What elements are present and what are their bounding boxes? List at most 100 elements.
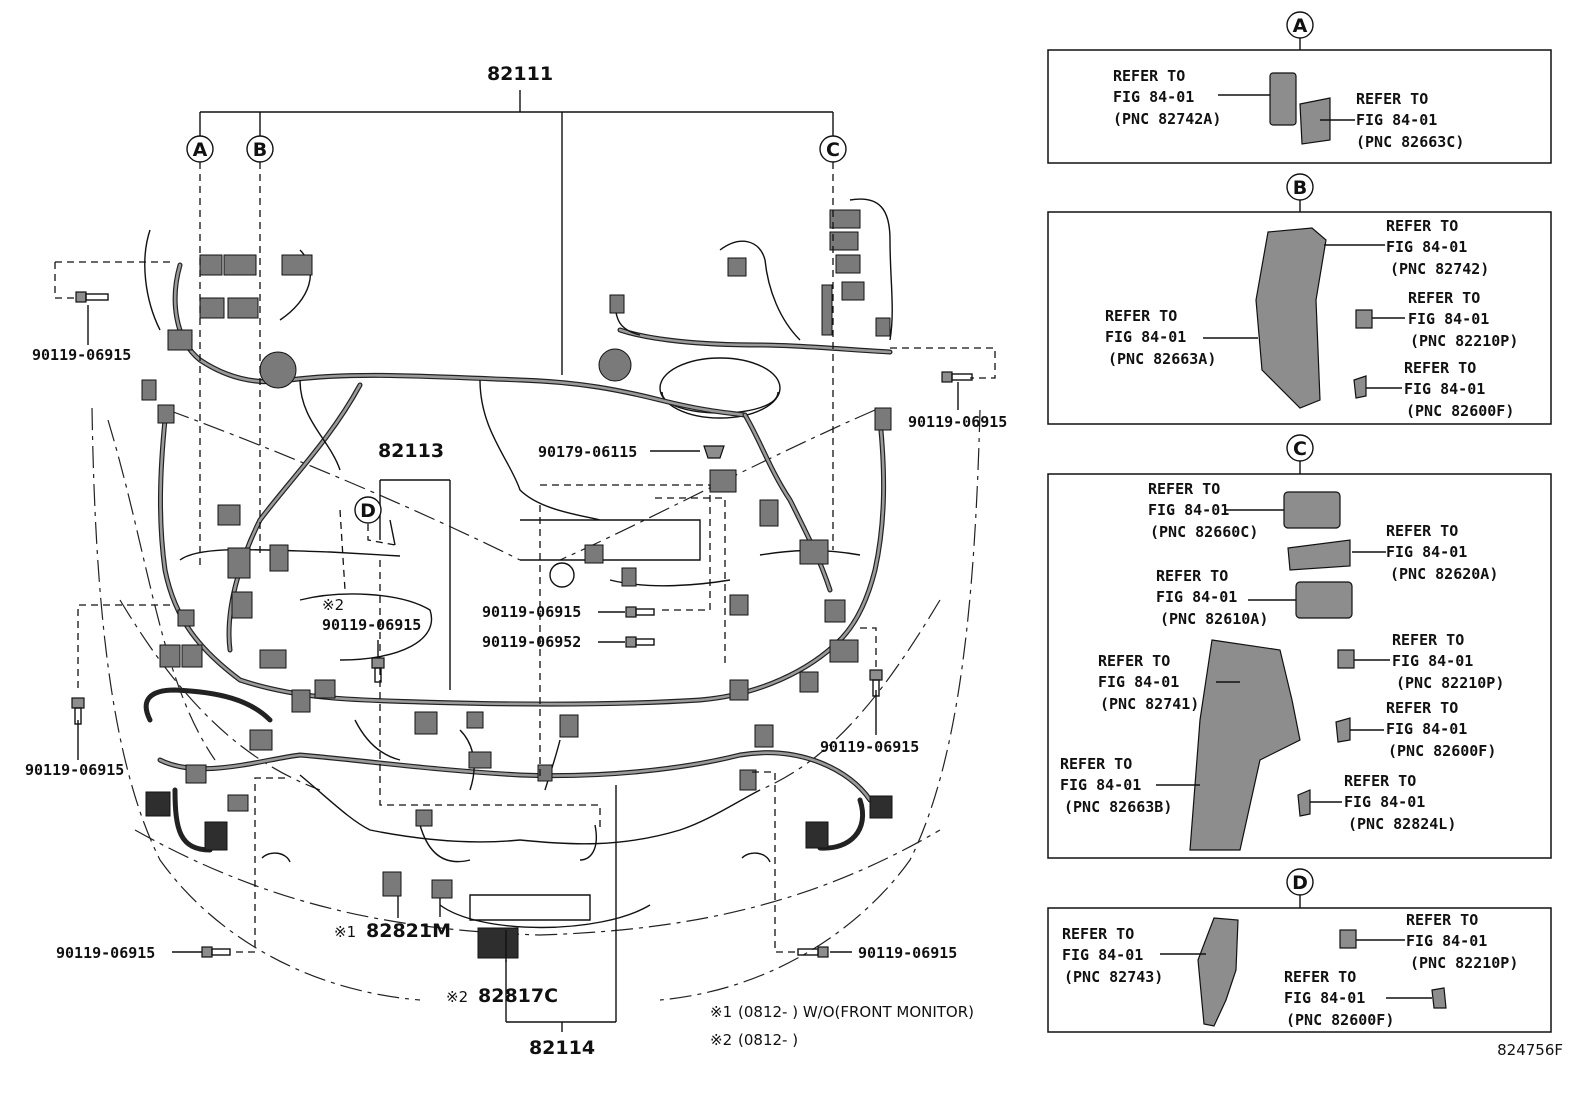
bolt-label-mid-right: 90119-06915: [820, 738, 919, 756]
part-number-82111: 82111: [487, 63, 553, 85]
svg-text:FIG 84-01: FIG 84-01: [1105, 328, 1186, 346]
svg-text:(PNC 82742): (PNC 82742): [1390, 260, 1489, 278]
svg-text:FIG 84-01: FIG 84-01: [1404, 380, 1485, 398]
svg-text:REFER TO: REFER TO: [1392, 631, 1464, 649]
bolt-icon: [71, 697, 85, 725]
part-number-82113: 82113: [378, 440, 444, 462]
bolt-icon: [75, 291, 109, 303]
svg-text:(PNC 82210P): (PNC 82210P): [1410, 332, 1518, 350]
bolt-label-center-note2: 90119-06915: [322, 616, 421, 634]
bolt-icon: [625, 636, 655, 648]
bolt-label-top-right: 90119-06915: [908, 413, 1007, 431]
branch-marker-c: C: [819, 135, 847, 163]
svg-text:FIG 84-01: FIG 84-01: [1392, 652, 1473, 670]
svg-text:(PNC 82610A): (PNC 82610A): [1160, 610, 1268, 628]
branch-marker-a: A: [186, 135, 214, 163]
bolt-icon: [941, 371, 973, 383]
ref-82663c-line1: REFER TO: [1356, 90, 1428, 108]
svg-text:FIG 84-01: FIG 84-01: [1156, 588, 1237, 606]
note-2-mark: ※2: [322, 596, 344, 614]
bolt-icon: [201, 946, 231, 958]
svg-text:FIG 84-01: FIG 84-01: [1408, 310, 1489, 328]
svg-text:FIG 84-01: FIG 84-01: [1062, 946, 1143, 964]
svg-text:REFER TO: REFER TO: [1386, 699, 1458, 717]
part-82817c-mark: ※2: [446, 988, 468, 1006]
svg-text:REFER TO: REFER TO: [1406, 911, 1478, 929]
detail-panel-b: B REFER TO FIG 84-01 (PNC 82742) REFER T…: [1047, 173, 1552, 425]
svg-text:FIG 84-01: FIG 84-01: [1386, 720, 1467, 738]
branch-marker-d: D: [354, 496, 382, 524]
svg-text:FIG 84-01: FIG 84-01: [1148, 501, 1229, 519]
vehicle-body-outline: [91, 357, 981, 1001]
svg-text:(PNC 82620A): (PNC 82620A): [1390, 565, 1498, 583]
svg-text:REFER TO: REFER TO: [1060, 755, 1132, 773]
footnote-2-text: (0812- ): [738, 1031, 798, 1049]
svg-text:(PNC 82743): (PNC 82743): [1064, 968, 1163, 986]
footnote-1-text: (0812- ) W/O(FRONT MONITOR): [738, 1003, 974, 1021]
bolt-label-center-1: 90119-06915: [482, 603, 581, 621]
svg-text:REFER TO: REFER TO: [1062, 925, 1134, 943]
svg-text:REFER TO: REFER TO: [1156, 567, 1228, 585]
bolt-label-top-left: 90119-06915: [32, 346, 131, 364]
bolt-label-mid-left: 90119-06915: [25, 761, 124, 779]
svg-text:C: C: [1293, 438, 1307, 460]
svg-text:REFER TO: REFER TO: [1105, 307, 1177, 325]
part-number-82821m: 82821M: [366, 920, 451, 942]
svg-text:(PNC 82741): (PNC 82741): [1100, 695, 1199, 713]
svg-text:(PNC 82824L): (PNC 82824L): [1348, 815, 1456, 833]
bolt-icon: [869, 669, 883, 697]
illustration-id: 824756F: [1497, 1041, 1563, 1059]
svg-text:REFER TO: REFER TO: [1344, 772, 1416, 790]
svg-text:REFER TO: REFER TO: [1148, 480, 1220, 498]
svg-text:FIG 84-01: FIG 84-01: [1060, 776, 1141, 794]
bolt-icon: [625, 606, 655, 618]
footnote-2-mark: ※2: [710, 1031, 732, 1049]
detail-panel-d: D REFER TO FIG 84-01 (PNC 82743) REFER T…: [1047, 868, 1552, 1033]
ref-82742a-line3: (PNC 82742A): [1113, 110, 1221, 128]
svg-text:REFER TO: REFER TO: [1386, 522, 1458, 540]
clip-label: 90179-06115: [538, 443, 637, 461]
svg-text:REFER TO: REFER TO: [1386, 217, 1458, 235]
svg-text:REFER TO: REFER TO: [1098, 652, 1170, 670]
branch-marker-b: B: [246, 135, 274, 163]
harness-connectors: [141, 209, 893, 959]
bolt-label-center-2: 90119-06952: [482, 633, 581, 651]
clip-icon: [703, 445, 725, 459]
ref-82663c-line3: (PNC 82663C): [1356, 133, 1464, 151]
svg-text:(PNC 82663A): (PNC 82663A): [1108, 350, 1216, 368]
detail-panel-a: A REFER TO FIG 84-01 (PNC 82742A) REFER …: [1047, 11, 1552, 164]
svg-text:B: B: [253, 139, 267, 161]
ref-82742a-line2: FIG 84-01: [1113, 88, 1194, 106]
part-number-82114: 82114: [529, 1037, 595, 1059]
svg-text:C: C: [826, 139, 840, 161]
bolt-icon: [797, 946, 829, 958]
part-number-82817c: 82817C: [478, 985, 558, 1007]
svg-text:D: D: [360, 500, 376, 522]
svg-text:(PNC 82663B): (PNC 82663B): [1064, 798, 1172, 816]
svg-text:REFER TO: REFER TO: [1284, 968, 1356, 986]
svg-text:FIG 84-01: FIG 84-01: [1386, 543, 1467, 561]
bolt-icons: [71, 291, 973, 958]
svg-text:(PNC 82210P): (PNC 82210P): [1396, 674, 1504, 692]
svg-text:D: D: [1292, 872, 1308, 894]
svg-text:FIG 84-01: FIG 84-01: [1098, 673, 1179, 691]
svg-text:(PNC 82600F): (PNC 82600F): [1406, 402, 1514, 420]
svg-text:FIG 84-01: FIG 84-01: [1344, 793, 1425, 811]
detail-panel-c: C REFER TO FIG 84-01 (PNC 82660C) REFER …: [1047, 434, 1552, 859]
svg-text:FIG 84-01: FIG 84-01: [1386, 238, 1467, 256]
leader-lines: [54, 90, 996, 1032]
svg-text:A: A: [1293, 15, 1308, 37]
svg-text:A: A: [193, 139, 208, 161]
part-82821m-mark: ※1: [334, 923, 356, 941]
ref-82663c-line2: FIG 84-01: [1356, 111, 1437, 129]
main-harness-wiring: [143, 198, 893, 863]
bolt-label-bottom-right: 90119-06915: [858, 944, 957, 962]
svg-text:FIG 84-01: FIG 84-01: [1406, 932, 1487, 950]
svg-text:FIG 84-01: FIG 84-01: [1284, 989, 1365, 1007]
ref-82742a-line1: REFER TO: [1113, 67, 1185, 85]
svg-text:(PNC 82600F): (PNC 82600F): [1286, 1011, 1394, 1029]
svg-text:(PNC 82210P): (PNC 82210P): [1410, 954, 1518, 972]
bolt-label-bottom-left: 90119-06915: [56, 944, 155, 962]
svg-text:REFER TO: REFER TO: [1404, 359, 1476, 377]
